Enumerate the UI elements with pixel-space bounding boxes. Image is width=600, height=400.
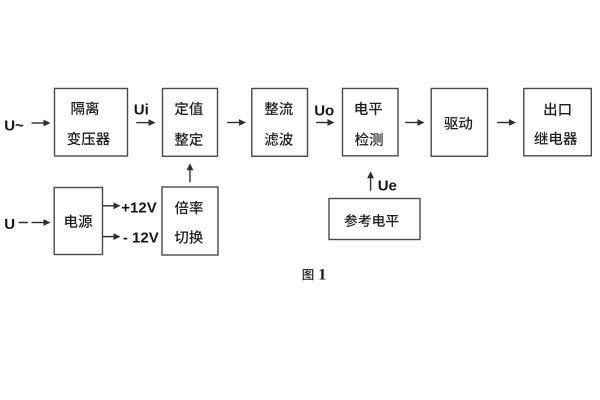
svg-text:1: 1	[318, 266, 326, 283]
svg-text:U: U	[4, 216, 15, 233]
svg-text:- 12V: - 12V	[123, 229, 159, 246]
svg-text:Uo: Uo	[314, 103, 334, 120]
svg-text:+12V: +12V	[121, 199, 156, 216]
svg-text:Ue: Ue	[378, 178, 397, 195]
svg-text:Ui: Ui	[134, 101, 149, 118]
svg-text:U~: U~	[4, 118, 24, 135]
